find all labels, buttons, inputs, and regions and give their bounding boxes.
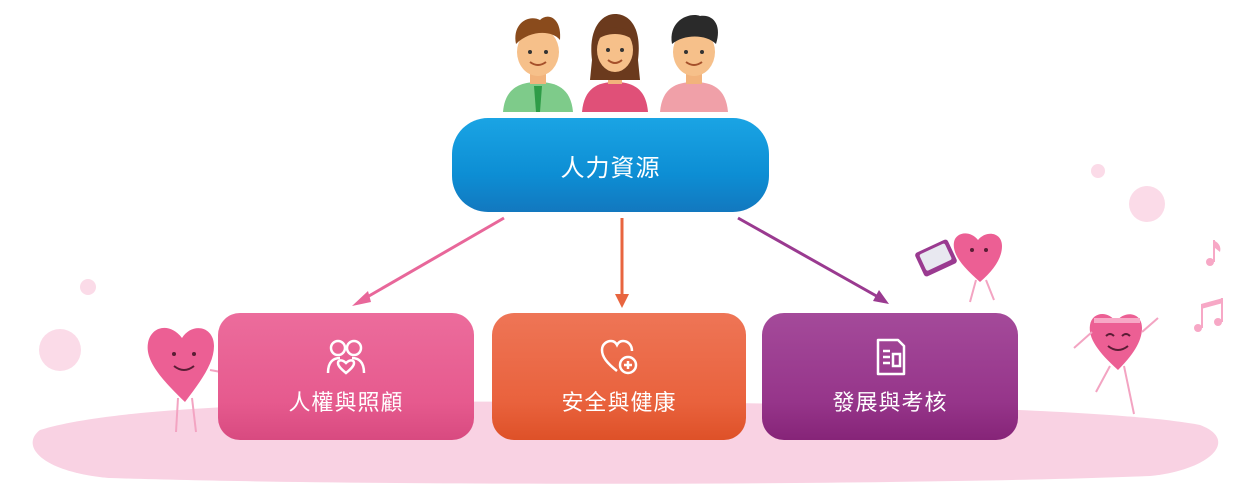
node-safety-health: 安全與健康 [492, 313, 746, 440]
two-people-heart-icon [326, 339, 366, 375]
node-label: 發展與考核 [832, 390, 948, 416]
bubble-decoration [39, 329, 81, 371]
heart-mascot-laptop [915, 233, 1002, 303]
bubble-decoration [1129, 186, 1165, 222]
person-3-illustration [660, 15, 728, 112]
document-icon [876, 338, 906, 375]
node-human-rights-care: 人權與照顧 [218, 313, 474, 440]
music-note-icon [1194, 298, 1223, 332]
person-2-illustration [582, 14, 648, 112]
heart-mascot-left [147, 327, 233, 433]
node-development-appraisal: 發展與考核 [762, 313, 1018, 440]
node-label: 人權與照顧 [288, 390, 404, 416]
bubble-decoration [80, 279, 96, 295]
node-label: 安全與健康 [561, 390, 677, 416]
arrow-to-safety-health [615, 218, 629, 308]
root-node-human-resources: 人力資源 [452, 118, 769, 212]
music-note-icon [1206, 240, 1221, 266]
person-1-illustration [503, 16, 573, 112]
arrow-to-human-rights [352, 216, 505, 306]
bubble-decoration [1091, 164, 1105, 178]
heart-plus-icon [600, 339, 638, 374]
heart-mascot-dancing [1073, 314, 1159, 415]
arrow-to-development [737, 216, 889, 304]
root-node-label: 人力資源 [560, 153, 661, 182]
